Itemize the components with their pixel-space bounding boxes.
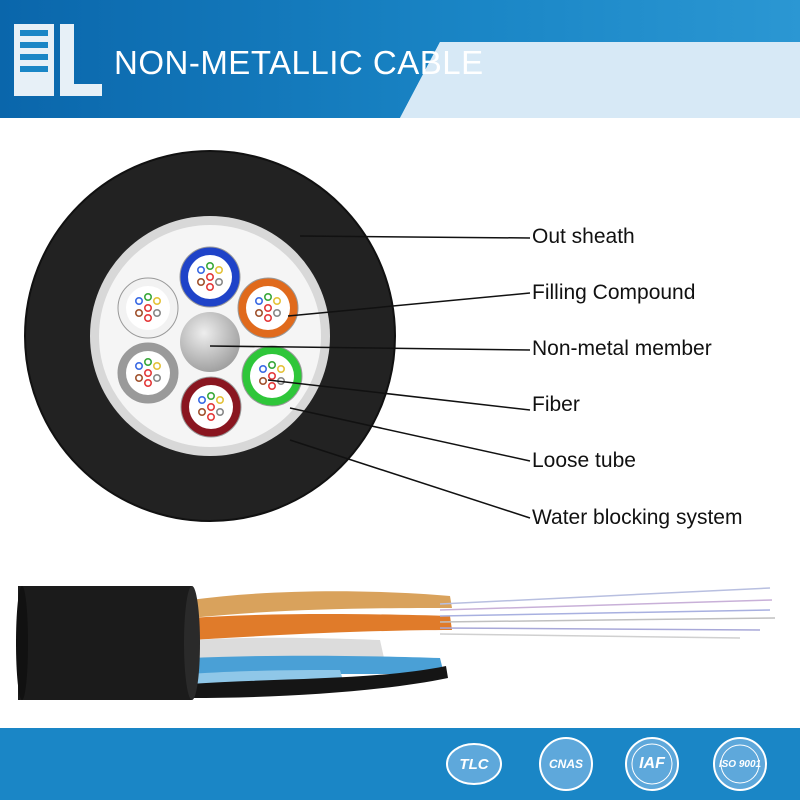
fiber: [216, 395, 225, 404]
fiber: [255, 297, 264, 306]
non-metal-member: [180, 312, 240, 372]
fiber: [267, 361, 276, 370]
fiber: [197, 278, 206, 287]
callout-line-fiber: [267, 379, 531, 411]
fiber: [267, 381, 276, 390]
page-title: NON-METALLIC CABLE: [114, 44, 484, 81]
fiber: [207, 402, 216, 411]
fiber: [263, 293, 272, 302]
fiber: [135, 373, 144, 382]
fiber: [144, 369, 153, 378]
fiber: [207, 391, 216, 400]
fiber: [144, 304, 153, 313]
fiber: [215, 278, 224, 287]
fiber: [207, 412, 216, 421]
fiber: [144, 293, 153, 302]
fiber: [153, 373, 162, 382]
iso-9001-logo: ISO 9001: [712, 736, 768, 792]
iaf-logo-text: IAF: [639, 755, 665, 772]
cable-cross-section: [24, 150, 396, 522]
cnas-logo-text: CNAS: [548, 757, 583, 771]
iso-9001-logo-text: ISO 9001: [718, 758, 762, 770]
fiber: [153, 297, 162, 306]
fiber: [144, 358, 153, 367]
fiber: [135, 297, 144, 306]
fiber: [215, 266, 224, 275]
fiber: [216, 407, 225, 416]
label-loose-tube: Loose tube: [532, 449, 636, 472]
cable-illustration: [16, 150, 776, 700]
fiber: [263, 304, 272, 313]
banner-background: [0, 0, 800, 118]
company-logo-icon: [14, 24, 102, 96]
fiber: [135, 362, 144, 371]
label-fiber: Fiber: [532, 393, 580, 416]
fiber: [263, 314, 272, 323]
fiber: [153, 309, 162, 318]
callout-line-water-blocking: [289, 439, 531, 519]
fiber: [272, 297, 281, 306]
cnas-logo: CNAS: [538, 736, 594, 792]
callout-lines: [209, 235, 531, 519]
label-out-sheath: Out sheath: [532, 225, 635, 248]
fiber: [153, 362, 162, 371]
fiber: [198, 395, 207, 404]
fiber: [258, 365, 267, 374]
fiber: [198, 407, 207, 416]
fiber: [206, 273, 215, 282]
fiber: [206, 283, 215, 292]
cable-diagram: Out sheath Filling Compound Non-metal me…: [0, 118, 800, 728]
fiber: [267, 372, 276, 381]
fiber: [206, 262, 215, 271]
label-water-blocking-system: Water blocking system: [532, 506, 743, 529]
fiber: [144, 378, 153, 387]
callout-line-out-sheath: [299, 235, 531, 239]
iaf-logo: IAF: [624, 736, 680, 792]
fiber: [272, 309, 281, 318]
fiber: [258, 376, 267, 385]
label-non-metal-member: Non-metal member: [532, 337, 712, 360]
tlc-logo-text: TLC: [459, 755, 489, 773]
callout-line-loose-tube: [289, 407, 531, 462]
footer-bar: TLC CNAS IAF ISO 9001: [0, 728, 800, 800]
header-banner: NON-METALLIC CABLE: [0, 0, 800, 118]
callout-line-filling: [287, 292, 531, 317]
fiber: [276, 365, 285, 374]
label-filling-compound: Filling Compound: [532, 281, 696, 304]
fiber: [144, 314, 153, 323]
tlc-logo: TLC: [446, 736, 502, 792]
fiber: [197, 266, 206, 275]
fiber: [135, 309, 144, 318]
callout-line-member: [209, 345, 531, 351]
fiber: [255, 309, 264, 318]
cable-side-view: [16, 586, 776, 700]
